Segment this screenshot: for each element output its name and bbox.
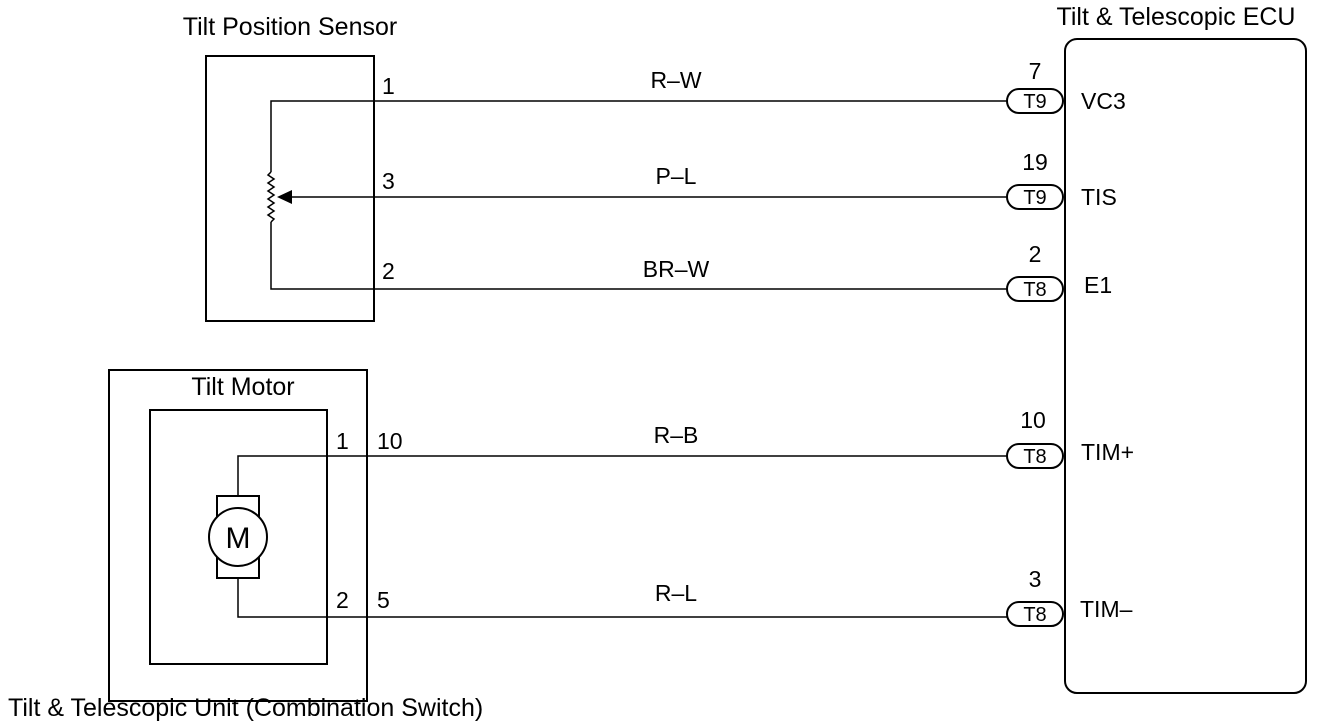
connector-badge: [1006, 184, 1064, 210]
connector-label: T8: [1023, 279, 1046, 301]
sensor-box: [205, 55, 375, 322]
ecu-terminal-label: TIM+: [1081, 439, 1134, 465]
connector-label: T9: [1023, 91, 1046, 113]
motor-icon: [208, 507, 268, 567]
unit-pin-bottom: 5: [377, 587, 390, 613]
unit-pin-top: 10: [377, 428, 403, 454]
connector-label: T8: [1023, 446, 1046, 468]
wire-color-label: R–L: [655, 580, 697, 606]
ecu-pin-number: 2: [1029, 241, 1042, 267]
motor-symbol-label: M: [226, 522, 251, 555]
motor-lead-bottom: [237, 578, 367, 618]
sensor-pin-top: 1: [382, 73, 395, 99]
ecu-terminal-label: TIS: [1081, 184, 1117, 210]
wire-color-label: BR–W: [643, 256, 710, 282]
connector-label: T9: [1023, 187, 1046, 209]
ecu-terminal-label: E1: [1084, 272, 1112, 298]
ecu-pin-number: 19: [1022, 149, 1048, 175]
potentiometer-resistor-icon: [266, 171, 276, 223]
wiper-arrow-icon: [277, 190, 292, 204]
connector-badge: [1006, 88, 1064, 114]
connector-badge: [1006, 601, 1064, 627]
sensor-internal-top-lead: [270, 100, 374, 172]
wire-color-label: R–B: [654, 422, 699, 448]
connector-label: T8: [1023, 604, 1046, 626]
wire-color-label: R–W: [650, 67, 701, 93]
sensor-pin-middle: 3: [382, 168, 395, 194]
motor-box: [149, 409, 328, 665]
motor-title: Tilt Motor: [191, 373, 294, 401]
unit-title: Tilt & Telescopic Unit (Combination Swit…: [8, 694, 483, 722]
ecu-pin-number: 7: [1029, 58, 1042, 84]
ecu-box: [1064, 38, 1307, 694]
motor-inner-pin-bottom: 2: [336, 587, 349, 613]
sensor-pin-bottom: 2: [382, 258, 395, 284]
connector-badge: [1006, 443, 1064, 469]
ecu-pin-number: 10: [1020, 407, 1046, 433]
motor-inner-pin-top: 1: [336, 428, 349, 454]
connector-badge: [1006, 276, 1064, 302]
sensor-title: Tilt Position Sensor: [183, 13, 397, 41]
ecu-title: Tilt & Telescopic ECU: [1057, 3, 1296, 31]
ecu-terminal-label: VC3: [1081, 88, 1126, 114]
ecu-pin-number: 3: [1029, 566, 1042, 592]
sensor-internal-bottom-lead: [270, 222, 374, 290]
ecu-terminal-label: TIM–: [1080, 596, 1133, 622]
unit-box: [108, 369, 368, 702]
motor-lead-top: [237, 455, 367, 496]
wire-color-label: P–L: [656, 163, 697, 189]
